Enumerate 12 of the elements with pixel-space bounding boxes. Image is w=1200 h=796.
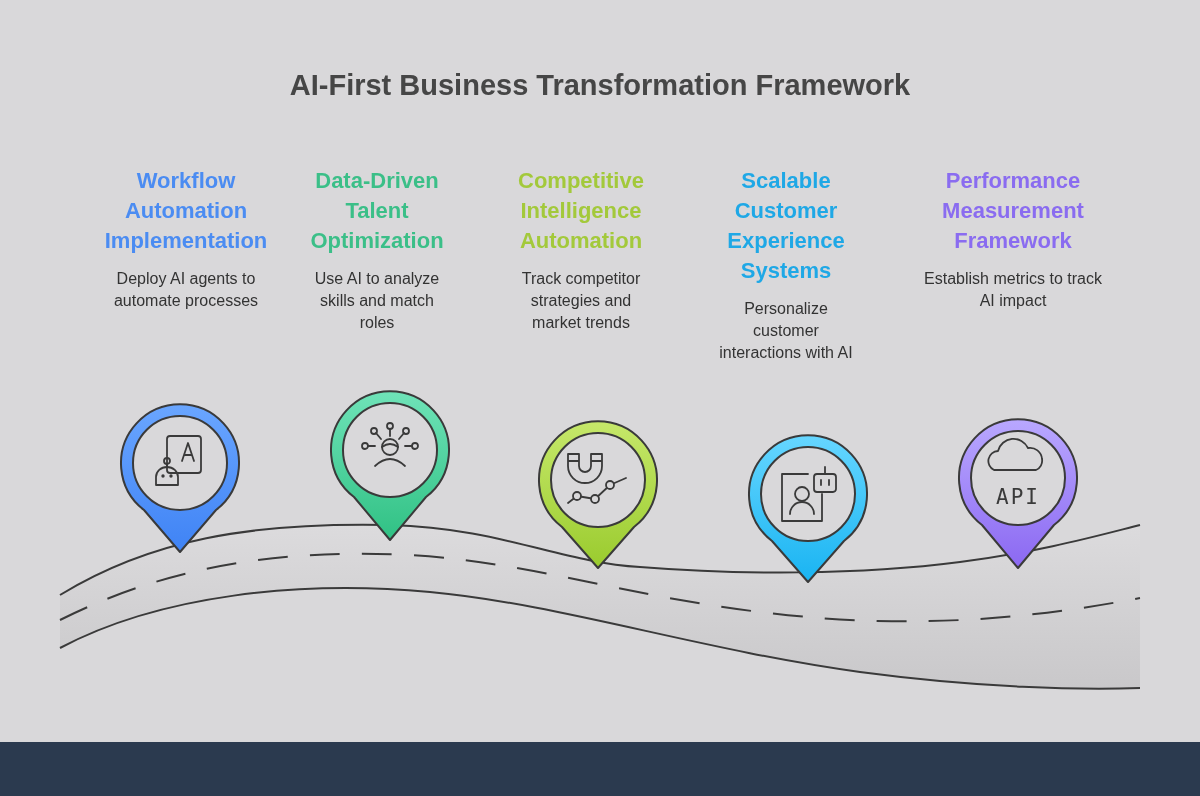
- step-description: Establish metrics to track AI impact: [923, 269, 1103, 311]
- icon-label: API: [995, 485, 1041, 509]
- step-title: Scalable Customer Experience Systems: [726, 167, 846, 285]
- step-description: Use AI to analyze skills and match roles: [313, 269, 441, 333]
- step-description: Deploy AI agents to automate processes: [112, 269, 260, 311]
- diagram-title: AI-First Business Transformation Framework: [289, 68, 911, 103]
- step-title: Workflow Automation Implementation: [103, 167, 269, 255]
- step-description: Personalize customer interactions with AI: [718, 299, 854, 363]
- step-title: Data-Driven Talent Optimization: [309, 167, 445, 255]
- step-description: Track competitor strategies and market trends: [520, 269, 642, 333]
- step-title: Performance Measurement Framework: [941, 167, 1085, 255]
- step-title: Competitive Intelligence Automation: [517, 167, 645, 255]
